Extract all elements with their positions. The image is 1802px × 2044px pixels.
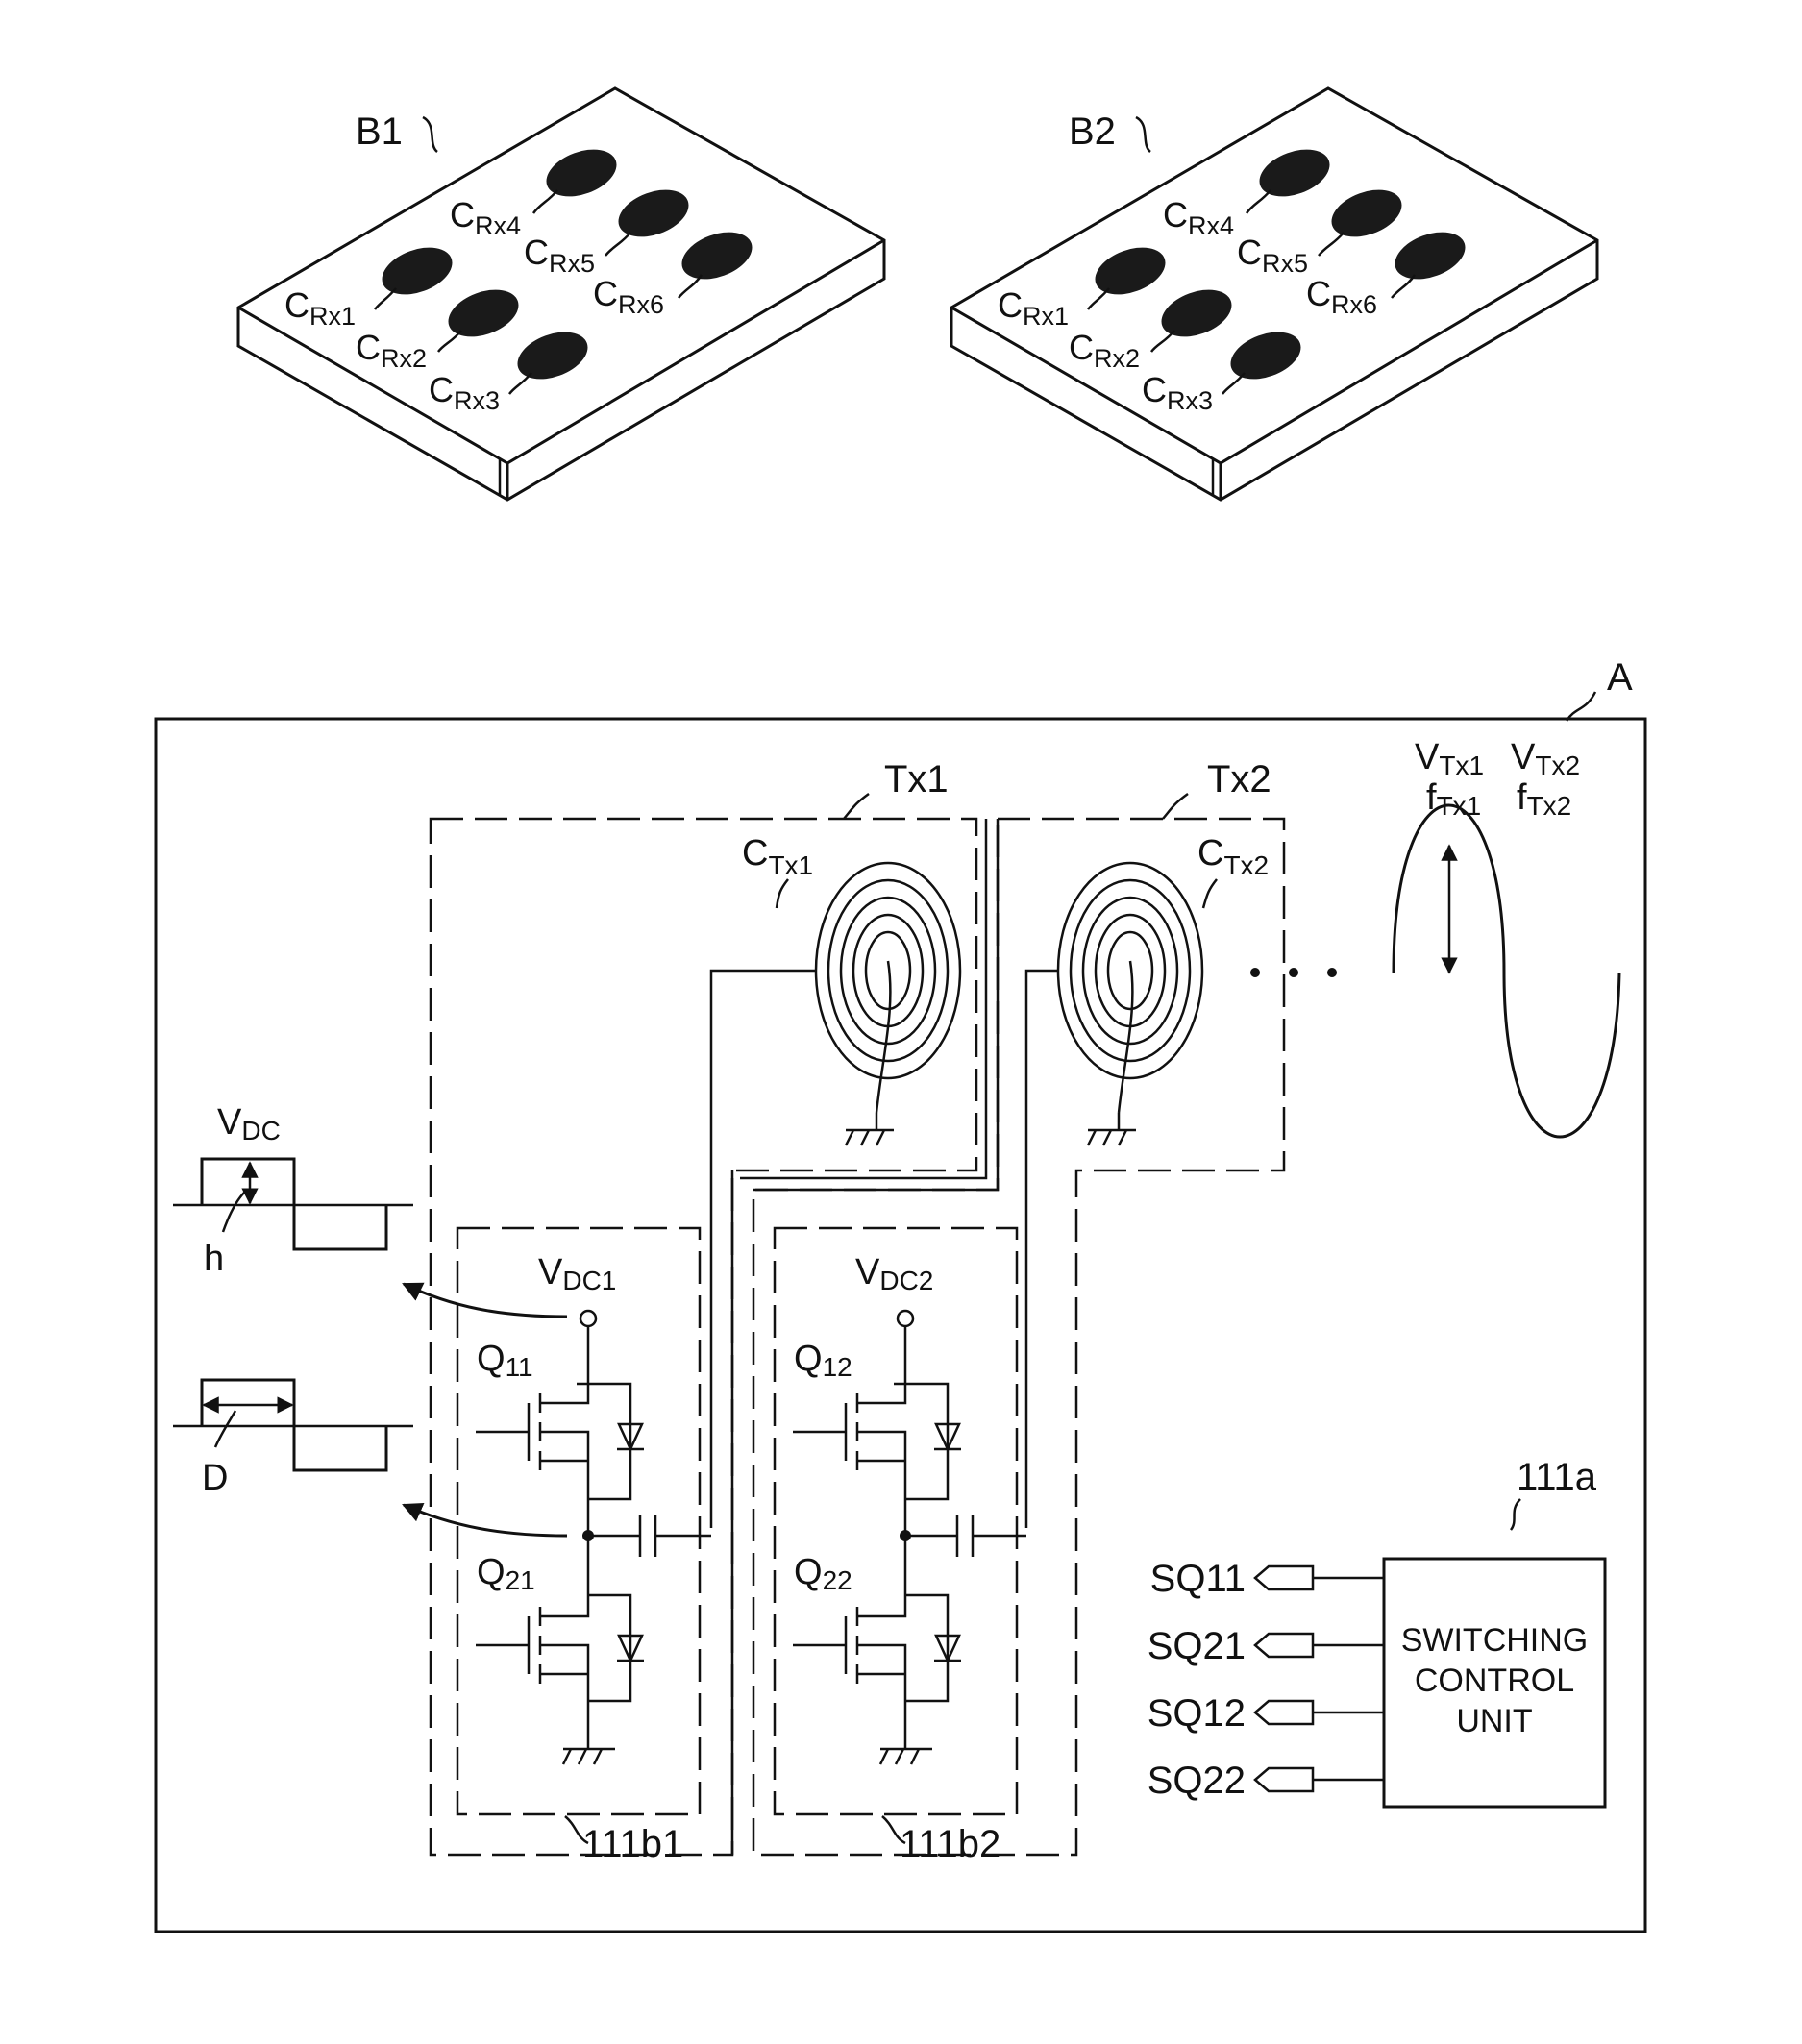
control-unit-text-line-3: UNIT xyxy=(1456,1703,1532,1739)
control-signal-sq12: SQ12 xyxy=(1148,1692,1384,1735)
coil-label-rx6: CRx6 xyxy=(1306,274,1377,319)
svg-text:SQ21: SQ21 xyxy=(1148,1625,1246,1667)
transistor-q12: Q12 xyxy=(793,1339,961,1499)
transmitter-tx2: Tx2 xyxy=(753,758,1284,1855)
supply-label-vdc2: VDC2 xyxy=(855,1252,933,1295)
coil-label-ctx1: CTx1 xyxy=(742,833,813,880)
control-unit-text-line-1: SWITCHING xyxy=(1401,1622,1589,1659)
svg-text:SQ22: SQ22 xyxy=(1148,1760,1246,1802)
transmitter-system: A Tx1 Tx2 CTx1 xyxy=(156,656,1645,1932)
pulse-waveform-amplitude: VDC h xyxy=(173,1102,413,1279)
coil-label-rx1: CRx1 xyxy=(284,285,356,331)
coil-label-rx1: CRx1 xyxy=(998,285,1069,331)
receiver-coil-rx1 xyxy=(1089,238,1172,303)
inverter-111b1: VDC1 Q11 Q21 111b1 xyxy=(457,1228,711,1865)
transistor-label-q21: Q21 xyxy=(477,1552,535,1595)
control-signal-sq21: SQ21 xyxy=(1148,1625,1384,1667)
transistor-q11: Q11 xyxy=(476,1339,644,1499)
control-signal-sq11: SQ11 xyxy=(1150,1558,1384,1600)
receiver-coil-rx5 xyxy=(1325,181,1408,245)
receiver-coil-rx2 xyxy=(1155,281,1238,345)
board-label: B2 xyxy=(1069,111,1116,153)
transistor-label-q12: Q12 xyxy=(794,1339,852,1382)
receiver-coil-rx6 xyxy=(676,223,758,287)
output-waveform: VTx1 VTx2 fTx1 fTx2 xyxy=(1394,737,1619,1137)
inverter-label-111b2: 111b2 xyxy=(900,1823,1000,1865)
pulse-label-d: D xyxy=(202,1458,228,1498)
transmit-coil-ctx2: CTx2 xyxy=(1026,833,1269,1528)
svg-text:SQ12: SQ12 xyxy=(1148,1692,1246,1735)
control-signal-sq22: SQ22 xyxy=(1148,1760,1384,1802)
inverter-label-111b1: 111b1 xyxy=(582,1823,683,1865)
receiver-coil-rx2 xyxy=(442,281,525,345)
coil-label-rx6: CRx6 xyxy=(593,274,664,319)
svg-text:SQ11: SQ11 xyxy=(1150,1558,1246,1600)
transistor-label-q22: Q22 xyxy=(794,1552,852,1595)
transmitter-tx1: Tx1 xyxy=(431,758,976,1855)
receiver-coil-rx1 xyxy=(376,238,458,303)
coil-label-rx3: CRx3 xyxy=(429,370,500,415)
coil-label-rx4: CRx4 xyxy=(450,195,521,240)
coil-label-ctx2: CTx2 xyxy=(1197,833,1269,880)
coil-label-rx5: CRx5 xyxy=(1237,233,1308,278)
coil-label-rx3: CRx3 xyxy=(1142,370,1213,415)
receiver-board-b1: B1 CRx4 CRx5 CRx6 CRx1 CRx2 CRx3 xyxy=(238,88,884,500)
frequency-label-tx2: fTx2 xyxy=(1517,777,1571,821)
transmitter-label-tx2: Tx2 xyxy=(1207,758,1271,800)
control-unit-text-line-2: CONTROL xyxy=(1415,1662,1574,1699)
transistor-q22: Q22 xyxy=(793,1552,961,1720)
switching-control-unit: SWITCHING CONTROL UNIT 111a SQ11 SQ21 SQ… xyxy=(1148,1456,1605,1807)
receiver-coil-rx6 xyxy=(1389,223,1471,287)
pulse-label-vdc: VDC xyxy=(217,1102,281,1145)
coil-label-rx2: CRx2 xyxy=(1069,328,1140,373)
inverter-111b2: VDC2 Q12 Q22 111b2 xyxy=(775,1228,1026,1865)
control-unit-label: 111a xyxy=(1517,1456,1597,1498)
board-label: B1 xyxy=(356,111,403,153)
pulse-label-h: h xyxy=(204,1239,224,1279)
arrow-to-duty-pulse xyxy=(404,1505,567,1536)
receiver-board-b2: B2 CRx4 CRx5 CRx6 CRx1 CRx2 CRx3 xyxy=(951,88,1597,500)
coil-label-rx2: CRx2 xyxy=(356,328,427,373)
system-label: A xyxy=(1607,656,1633,699)
transmitter-label-tx1: Tx1 xyxy=(884,758,949,800)
transistor-q21: Q21 xyxy=(476,1552,644,1720)
more-transmitters-ellipsis xyxy=(1250,968,1337,977)
transmit-coil-ctx1: CTx1 xyxy=(711,833,960,1528)
supply-label-vdc1: VDC1 xyxy=(538,1252,616,1295)
coil-label-rx4: CRx4 xyxy=(1163,195,1234,240)
receiver-coil-rx5 xyxy=(612,181,695,245)
pulse-waveform-duty: D xyxy=(173,1380,413,1498)
frequency-label-tx1: fTx1 xyxy=(1426,777,1481,821)
voltage-label-tx1: VTx1 xyxy=(1415,737,1484,780)
receiver-coil-rx3 xyxy=(511,323,594,387)
receiver-coil-rx3 xyxy=(1224,323,1307,387)
transistor-label-q11: Q11 xyxy=(477,1339,533,1382)
voltage-label-tx2: VTx2 xyxy=(1511,737,1580,780)
coil-label-rx5: CRx5 xyxy=(524,233,595,278)
